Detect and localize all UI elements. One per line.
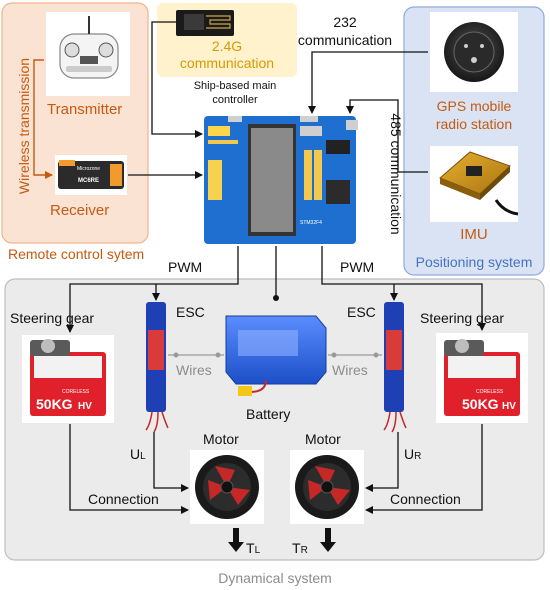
wire-right-dot-a: [331, 352, 337, 358]
comm-232-label-line2: communication: [297, 32, 393, 48]
wireless-transmission-label: Wireless transmission: [16, 57, 32, 195]
comm-24g-label-line2: communication: [179, 55, 275, 71]
servo-right-brand: CORELESS: [476, 389, 504, 395]
motor-right-label: Motor: [305, 431, 341, 447]
ul-arrow: [153, 432, 189, 492]
t-right-label: TR: [292, 540, 308, 556]
dynamical-group-title: Dynamical system: [218, 570, 332, 586]
receiver-brand-text: Microzone: [77, 166, 100, 172]
comm-24g-label-line1: 2.4G: [211, 38, 243, 54]
wire-left-dot-b: [215, 352, 221, 358]
comm-485-label: 485 communication: [388, 113, 404, 235]
u-left-symbol: U: [130, 446, 141, 462]
transmitter-image: [46, 12, 130, 96]
wire-left-dot-a: [173, 352, 179, 358]
wire-right-dot-b: [373, 352, 379, 358]
wireless-to-controller-arrow: [151, 21, 203, 138]
u-right-symbol: U: [404, 446, 415, 462]
u-left-label: UL: [130, 446, 146, 462]
imu-label: IMU: [460, 226, 488, 243]
imu-image: [430, 146, 519, 222]
esc-right-image: [383, 302, 407, 433]
motor-right-image: [290, 450, 364, 524]
receiver-image: [55, 155, 127, 195]
t-right-subscript: R: [300, 545, 308, 556]
pwm-left-label: PWM: [168, 259, 203, 275]
wireless-arrow-transmitter: [33, 59, 53, 179]
u-left-subscript: L: [140, 451, 146, 462]
connection-left-arrow: [69, 424, 189, 514]
positioning-group-title: Positioning system: [415, 254, 533, 270]
transmitter-label: Transmitter: [47, 101, 123, 118]
comm-232-label-line1: 232: [333, 14, 357, 30]
t-left-symbol: T: [246, 540, 255, 556]
connection-left-label: Connection: [88, 491, 159, 507]
steering-gear-right-label: Steering gear: [420, 310, 505, 326]
connection-right-arrow: [365, 424, 483, 514]
servo-right-rating: 50KG: [462, 396, 499, 412]
controller-label-line2: controller: [212, 94, 258, 106]
remote-control-group-title: Remote control sytem: [8, 246, 145, 262]
wires-right-label: Wires: [332, 362, 368, 378]
t-right-symbol: T: [292, 540, 301, 556]
steering-gear-left-image: [22, 335, 114, 423]
pwm-right-label: PWM: [340, 259, 375, 275]
ur-arrow: [365, 432, 399, 492]
battery-image: [225, 315, 327, 396]
gps-label-line2: radio station: [435, 116, 513, 132]
servo-left-hv: HV: [78, 401, 92, 412]
t-left-label: TL: [246, 540, 260, 556]
imu-to-controller-arrow: [346, 99, 428, 173]
thrust-right-arrow: [320, 528, 336, 552]
steering-gear-left-label: Steering gear: [10, 310, 95, 326]
battery-label: Battery: [246, 406, 291, 422]
u-right-label: UR: [404, 446, 421, 462]
main-controller-image: [204, 116, 358, 244]
u-right-subscript: R: [414, 451, 422, 462]
controller-label-line1: Ship-based main: [193, 80, 277, 92]
receiver-label: Receiver: [50, 202, 110, 219]
esc-left-label: ESC: [176, 304, 205, 320]
pwm-right-arrow: [321, 246, 486, 331]
esc-right-label: ESC: [347, 304, 376, 320]
motor-left-label: Motor: [203, 431, 239, 447]
pwm-left-arrow: [66, 246, 239, 333]
thrust-left-arrow: [228, 528, 244, 552]
servo-left-rating: 50KG: [36, 396, 73, 412]
wires-left-label: Wires: [176, 362, 212, 378]
t-left-subscript: L: [254, 545, 261, 556]
connection-right-label: Connection: [390, 491, 461, 507]
motor-left-image: [190, 450, 264, 524]
esc-left-image: [145, 302, 169, 433]
servo-left-brand: CORELESS: [62, 389, 90, 395]
dynamical-group: [4, 278, 545, 561]
board-model-text: STM32F4: [300, 220, 322, 226]
gps-label-line1: GPS mobile: [436, 98, 512, 114]
gps-to-controller-arrow: [308, 51, 428, 114]
steering-gear-right-image: [436, 333, 528, 423]
gps-image: [430, 12, 518, 92]
receiver-model-text: MC6RE: [78, 178, 99, 184]
battery-junction-dot: [273, 295, 279, 301]
servo-right-hv: HV: [502, 401, 516, 412]
wireless-module-image: [176, 10, 234, 36]
